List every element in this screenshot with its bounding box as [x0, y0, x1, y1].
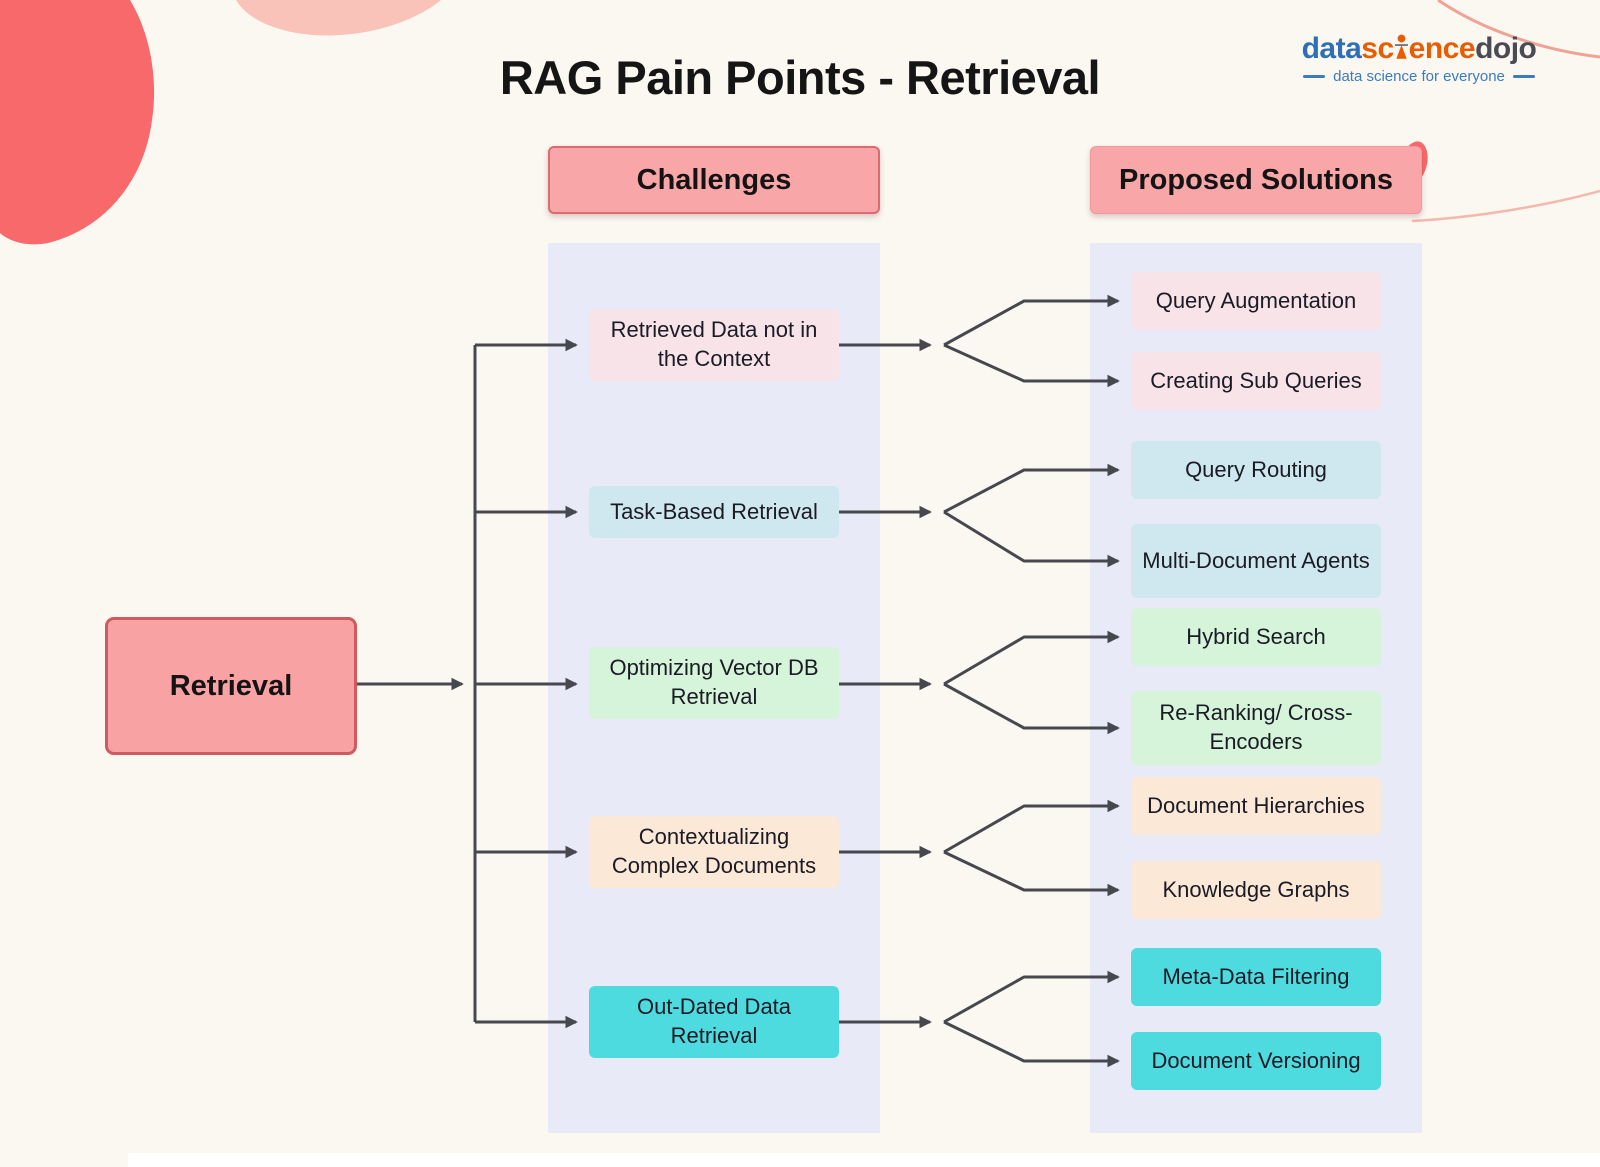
challenge-node: Task-Based Retrieval — [589, 486, 839, 538]
retrieval-root-node: Retrieval — [105, 617, 357, 755]
corner-arc-right — [1411, 189, 1600, 223]
solution-node: Re-Ranking/ Cross-Encoders — [1131, 691, 1381, 765]
challenge-node: Contextualizing Complex Documents — [589, 816, 839, 888]
solution-node: Document Hierarchies — [1131, 777, 1381, 835]
solutions-header: Proposed Solutions — [1090, 146, 1422, 214]
person-icon — [1394, 34, 1408, 59]
challenge-node: Out-Dated Data Retrieval — [589, 986, 839, 1058]
logo-word-ence: ence — [1408, 32, 1476, 65]
corner-blob-top-center — [230, 0, 466, 36]
tagline-text: data science for everyone — [1333, 68, 1505, 85]
solution-node: Multi-Document Agents — [1131, 524, 1381, 598]
challenge-node: Retrieved Data not in the Context — [589, 309, 839, 381]
tagline-dash-left-icon — [1303, 74, 1326, 78]
tagline-dash-right-icon — [1512, 74, 1535, 78]
page-title: RAG Pain Points - Retrieval — [499, 51, 1101, 104]
solution-node: Meta-Data Filtering — [1131, 948, 1381, 1006]
solution-node: Document Versioning — [1131, 1032, 1381, 1090]
corner-blob-top-left — [0, 0, 155, 245]
challenges-header: Challenges — [548, 146, 880, 214]
bottom-white-strip — [128, 1153, 1600, 1167]
logo-word-data: data — [1301, 32, 1362, 65]
solution-node: Knowledge Graphs — [1131, 861, 1381, 919]
logo-word-dojo: dojo — [1475, 32, 1537, 65]
challenge-node: Optimizing Vector DB Retrieval — [589, 647, 839, 719]
solution-node: Creating Sub Queries — [1131, 352, 1381, 410]
logo-word-sc: sc — [1361, 32, 1394, 65]
solution-node: Hybrid Search — [1131, 608, 1381, 666]
brand-tagline: data science for everyone — [1284, 68, 1554, 85]
solution-node: Query Routing — [1131, 441, 1381, 499]
solution-node: Query Augmentation — [1131, 272, 1381, 330]
